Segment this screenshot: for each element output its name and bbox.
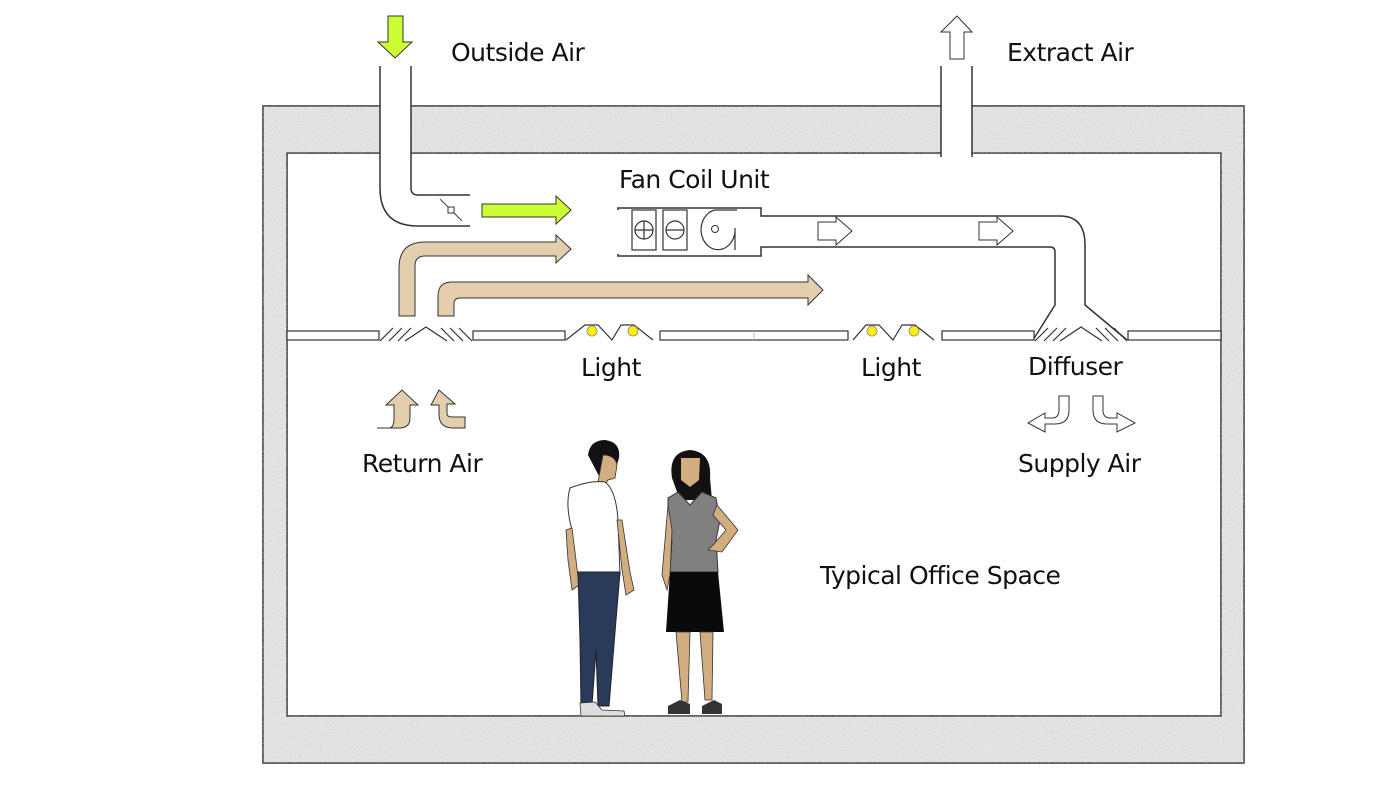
- return-air-flow-arrow-icon: [398, 233, 572, 317]
- damper-icon: [439, 198, 463, 222]
- outside-air-flow-arrow-icon: [481, 194, 572, 226]
- return-air-curve-arrow-icon: [377, 389, 420, 429]
- light-bulb-icon: [627, 325, 639, 337]
- diffuser-label: Diffuser: [1028, 352, 1123, 381]
- supply-flow-arrow-icon: [817, 215, 853, 247]
- return-grille: [379, 326, 473, 342]
- outside-air-label: Outside Air: [451, 38, 585, 67]
- plus-circle-icon: [634, 220, 654, 240]
- light-bulb-icon: [866, 325, 878, 337]
- fan-coil-unit-label: Fan Coil Unit: [619, 165, 770, 194]
- building-shell: [262, 105, 1245, 764]
- supply-air-curve-arrow-icon: [1092, 395, 1137, 433]
- fan-coil-unit: [617, 207, 1128, 341]
- light-label-2: Light: [861, 353, 921, 382]
- return-air-flow-arrow-icon: [437, 273, 824, 317]
- centrifugal-fan-icon: [700, 209, 737, 251]
- return-air-label: Return Air: [362, 449, 483, 478]
- person-man: [565, 440, 635, 717]
- extract-air-label: Extract Air: [1007, 38, 1134, 67]
- minus-circle-icon: [665, 220, 685, 240]
- arrow-up-icon: [939, 15, 974, 60]
- extract-air-duct: [940, 66, 973, 157]
- return-air-curve-arrow-icon: [430, 389, 466, 429]
- supply-air-label: Supply Air: [1018, 449, 1141, 478]
- ceiling: [286, 330, 1222, 341]
- light-fixture-2: [852, 324, 935, 341]
- concrete-texture: [263, 106, 1244, 763]
- light-bulb-icon: [586, 325, 598, 337]
- supply-flow-arrow-icon: [978, 215, 1014, 247]
- light-bulb-icon: [908, 325, 920, 337]
- arrow-down-icon: [376, 15, 414, 59]
- person-woman: [661, 450, 739, 714]
- outside-air-duct: [379, 66, 470, 227]
- light-fixture-1: [565, 324, 654, 341]
- supply-air-curve-arrow-icon: [1026, 395, 1070, 433]
- diffuser-grille: [1034, 326, 1128, 342]
- concrete-wall: [262, 105, 1245, 764]
- light-label-1: Light: [581, 353, 641, 382]
- room-label: Typical Office Space: [820, 561, 1061, 590]
